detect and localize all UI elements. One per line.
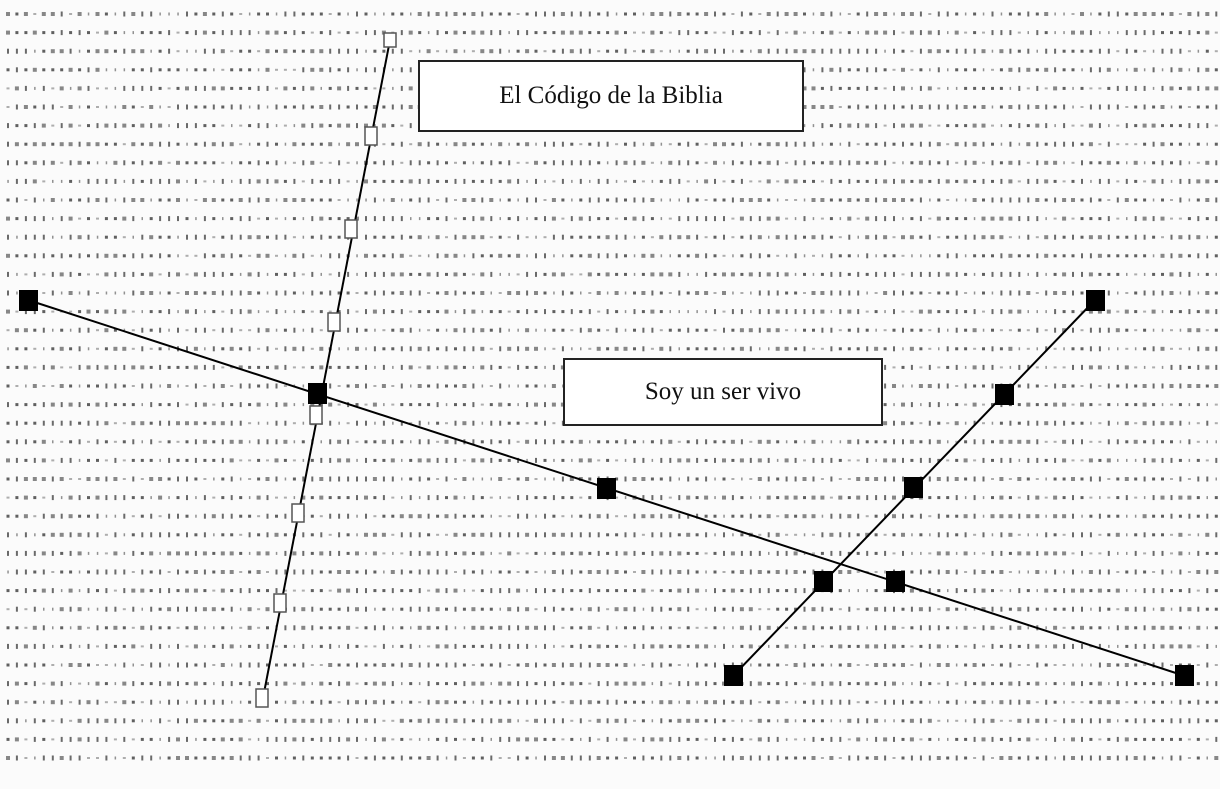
hollow-square-marker-icon — [273, 593, 287, 613]
hollow-square-marker-icon — [344, 219, 358, 239]
filled-square-marker-icon — [724, 665, 743, 686]
hollow-square-marker-icon — [364, 126, 378, 146]
hollow-square-marker-icon — [383, 32, 397, 48]
filled-square-marker-icon — [995, 384, 1014, 405]
hollow-square-marker-icon — [309, 405, 323, 425]
phrase-label: Soy un ser vivo — [644, 378, 802, 405]
filled-square-marker-icon — [886, 571, 905, 592]
filled-square-marker-icon — [597, 478, 616, 499]
filled-square-marker-icon — [1175, 665, 1194, 686]
title-label-box: El Código de la Biblia — [418, 60, 804, 132]
filled-square-marker-icon — [904, 477, 923, 498]
filled-square-marker-icon — [308, 383, 327, 404]
steep-sequence-line — [262, 39, 391, 699]
filled-square-marker-icon — [814, 571, 833, 592]
hollow-square-marker-icon — [291, 503, 305, 523]
hollow-square-marker-icon — [327, 312, 341, 332]
title-label: El Código de la Biblia — [499, 82, 723, 109]
filled-square-marker-icon — [19, 290, 38, 311]
filled-square-marker-icon — [1086, 290, 1105, 311]
hollow-square-marker-icon — [255, 688, 269, 708]
phrase-label-box: Soy un ser vivo — [563, 358, 883, 426]
